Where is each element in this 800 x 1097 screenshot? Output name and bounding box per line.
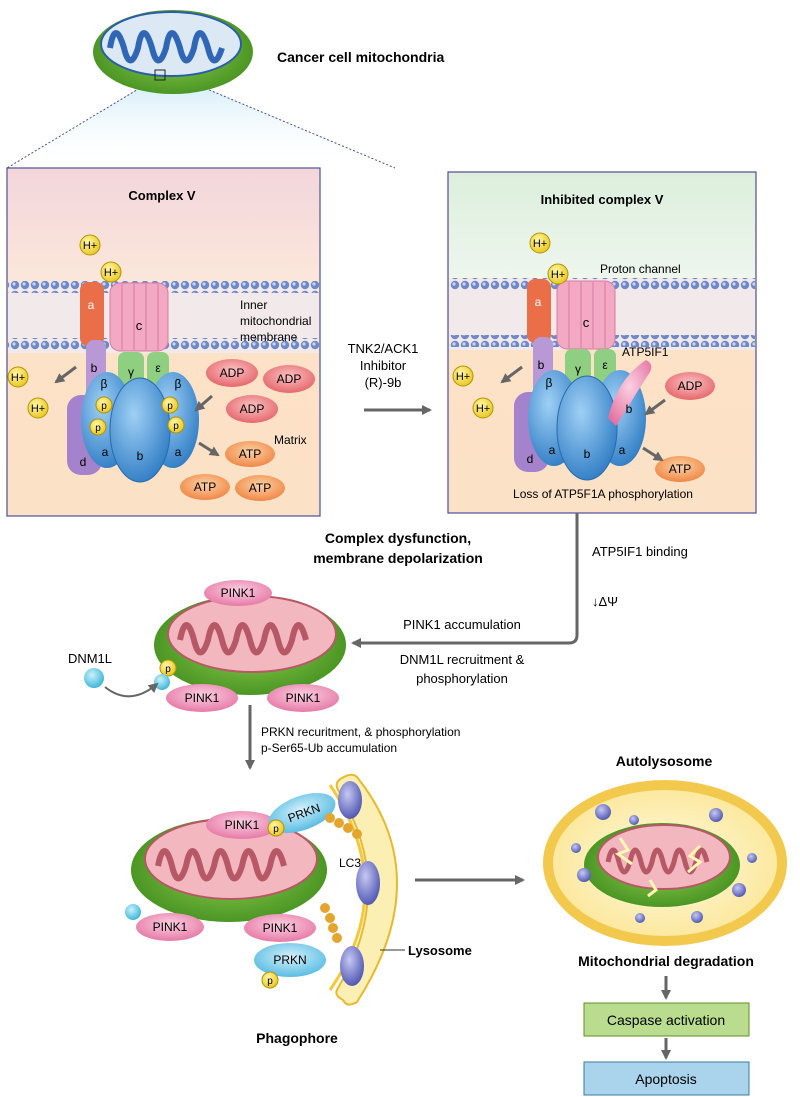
top-mitochondrion — [6, 10, 396, 169]
subunit-d-label: d — [80, 455, 87, 469]
subunit-b-label: b — [538, 358, 545, 372]
pink1-label: PINK1 — [185, 691, 220, 705]
mito-degradation-label: Mitochondrial degradation — [578, 953, 754, 969]
loss-phosphorylation-label: Loss of ATP5F1A phosphorylation — [513, 487, 693, 501]
subunit-beta-label: β — [546, 376, 553, 390]
lc3-label: LC3 — [339, 856, 361, 870]
phagophore-label: Phagophore — [256, 1030, 338, 1046]
adp-label: ADP — [240, 402, 265, 416]
title: Cancer cell mitochondria — [277, 49, 444, 65]
inhibitor-line-3: (R)-9b — [365, 375, 402, 390]
dnm1l-recruitment-label-2: phosphorylation — [416, 671, 508, 686]
phospho-label: p — [173, 421, 179, 432]
h-plus-label: H+ — [456, 371, 470, 383]
h-plus-label: H+ — [551, 269, 565, 281]
subunit-a-label: a — [535, 295, 542, 309]
caspase-box — [583, 1002, 750, 1037]
right-panel-title: Inhibited complex V — [541, 192, 664, 207]
matrix-label: Matrix — [274, 433, 307, 447]
pink1-label: PINK1 — [225, 818, 260, 832]
subunit-c-label: c — [583, 315, 590, 330]
left-panel-title: Complex V — [128, 188, 196, 203]
h-plus-label: H+ — [104, 267, 118, 279]
adp-label: ADP — [678, 379, 703, 393]
dysfunction-label-2: membrane depolarization — [313, 550, 483, 566]
left-panel — [6, 167, 321, 517]
pink1-label: PINK1 — [286, 691, 321, 705]
subunit-epsilon-label: ε — [155, 361, 161, 375]
proton-channel-label: Proton channel — [600, 262, 681, 276]
right-panel — [447, 171, 757, 514]
autolysosome — [543, 780, 787, 946]
phospho-label: p — [95, 423, 101, 434]
prkn-label: PRKN — [273, 953, 306, 967]
pink1-label: PINK1 — [263, 921, 298, 935]
membrane-label-3: membrane — [240, 330, 298, 344]
atp-label: ATP — [239, 447, 261, 461]
phospho-label: p — [167, 401, 173, 412]
autolysosome-label: Autolysosome — [616, 753, 713, 769]
subunit-b-label: b — [137, 449, 144, 463]
subunit-alpha-label: a — [175, 445, 182, 459]
delta-psi-label: ↓ΔΨ — [592, 594, 618, 609]
subunit-b-label: b — [91, 361, 98, 375]
phospho-label: p — [165, 664, 171, 675]
adp-label: ADP — [277, 372, 302, 386]
dnm1l-recruitment-label-1: DNM1L recruitment & — [400, 652, 525, 667]
depolarization-arrow — [351, 513, 579, 648]
subunit-beta-label: β — [101, 377, 108, 391]
subunit-a-label: a — [88, 298, 95, 312]
subunit-b-label: b — [584, 447, 591, 461]
atp-label: ATP — [194, 480, 216, 494]
subunit-epsilon-label: ε — [602, 358, 608, 372]
inhibitor-line-2: Inhibitor — [360, 358, 407, 373]
atp5if1-label: ATP5IF1 — [622, 345, 669, 359]
phagophore-group — [125, 773, 405, 1006]
pser65-label: p-Ser65-Ub accumulation — [261, 741, 397, 755]
subunit-alpha-label: a — [549, 443, 556, 457]
pink1-accumulation-label: PINK1 accumulation — [403, 617, 521, 632]
atp-label: ATP — [669, 462, 691, 476]
atp5if1-binding-label: ATP5IF1 binding — [592, 544, 688, 559]
h-plus-label: H+ — [476, 403, 490, 415]
prkn-recruitment-label: PRKN recuritment, & phosphorylation — [261, 725, 460, 739]
subunit-c-label: c — [136, 318, 143, 333]
subunit-gamma-label: γ — [128, 365, 134, 379]
pink1-label: PINK1 — [153, 920, 188, 934]
phospho-label: p — [267, 976, 273, 987]
h-plus-label: H+ — [533, 238, 547, 250]
middle-mitochondrion — [84, 580, 346, 712]
h-plus-label: H+ — [83, 240, 97, 252]
adp-label: ADP — [220, 366, 245, 380]
atp-label: ATP — [249, 481, 271, 495]
h-plus-label: H+ — [31, 403, 45, 415]
subunit-b-label: b — [626, 402, 633, 416]
dysfunction-label-1: Complex dysfunction, — [325, 530, 471, 546]
apoptosis-box — [583, 1061, 750, 1096]
pink1-label: PINK1 — [221, 586, 256, 600]
subunit-d-label: d — [527, 452, 534, 466]
membrane-label-1: Inner — [240, 298, 267, 312]
h-plus-label: H+ — [11, 372, 25, 384]
membrane-label-2: mitochondrial — [240, 314, 311, 328]
inhibitor-line-1: TNK2/ACK1 — [348, 341, 419, 356]
lysosome-label: Lysosome — [408, 943, 472, 958]
subunit-alpha-label: a — [102, 445, 109, 459]
subunit-alpha-label: a — [619, 443, 626, 457]
phospho-label: p — [273, 824, 279, 835]
subunit-gamma-label: γ — [575, 362, 581, 376]
dnm1l-label: DNM1L — [68, 651, 112, 666]
subunit-beta-label: β — [175, 377, 182, 391]
caspase-label: Caspase activation — [607, 1012, 725, 1028]
phospho-label: p — [101, 401, 107, 412]
apoptosis-label: Apoptosis — [635, 1071, 696, 1087]
